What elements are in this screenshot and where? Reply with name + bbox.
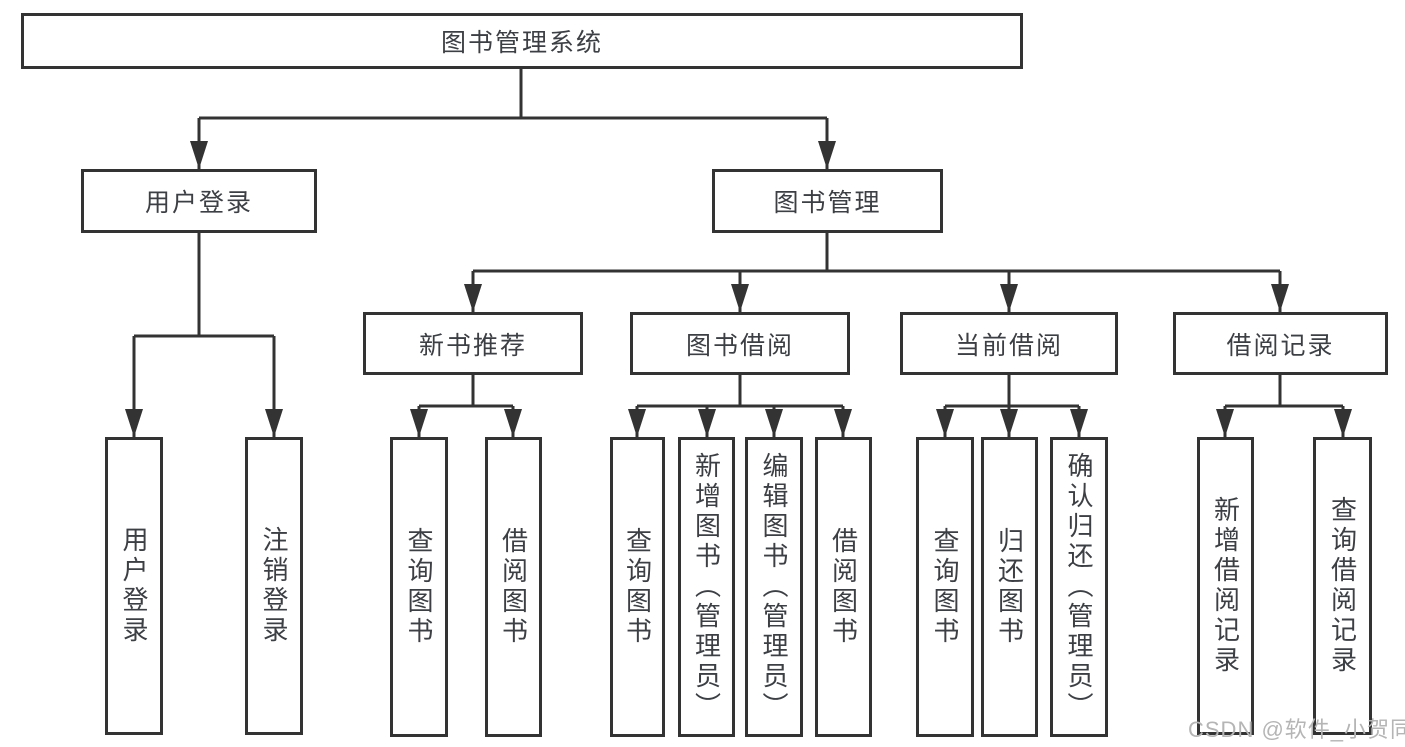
node-book-borrow: 图书借阅 <box>630 312 850 375</box>
leaf-edit-book-admin: 编辑图书（管理员） <box>745 437 803 737</box>
node-user-login: 用户登录 <box>81 169 317 233</box>
connector-book-management <box>464 233 1289 312</box>
leaf-borrow-books-recommend: 借阅图书 <box>485 437 542 737</box>
leaf-confirm-return-admin: 确认归还（管理员） <box>1050 437 1108 737</box>
node-new-book-recommend: 新书推荐 <box>363 312 583 375</box>
node-book-management: 图书管理 <box>712 169 943 233</box>
leaf-query-borrow-record: 查询借阅记录 <box>1313 437 1372 735</box>
connector-current-borrow <box>936 375 1088 437</box>
leaf-query-books-borrow: 查询图书 <box>610 437 665 737</box>
connector-borrow-records <box>1216 375 1352 437</box>
leaf-add-borrow-record: 新增借阅记录 <box>1197 437 1254 735</box>
leaf-logout: 注销登录 <box>245 437 303 735</box>
node-current-borrow: 当前借阅 <box>900 312 1118 375</box>
leaf-user-login: 用户登录 <box>105 437 163 735</box>
connector-root <box>190 69 836 169</box>
watermark: CSDN @软件_小贺同学 <box>1188 717 1405 742</box>
leaf-return-book: 归还图书 <box>981 437 1038 737</box>
connector-user-login <box>125 233 283 437</box>
leaf-query-books-recommend: 查询图书 <box>390 437 448 737</box>
connector-book-borrow <box>628 375 852 437</box>
leaf-borrow-books: 借阅图书 <box>815 437 872 737</box>
leaf-add-book-admin: 新增图书（管理员） <box>678 437 735 737</box>
node-borrow-records: 借阅记录 <box>1173 312 1388 375</box>
connector-new-book <box>410 375 522 437</box>
node-root-system: 图书管理系统 <box>21 13 1023 69</box>
leaf-query-books-current: 查询图书 <box>916 437 974 737</box>
